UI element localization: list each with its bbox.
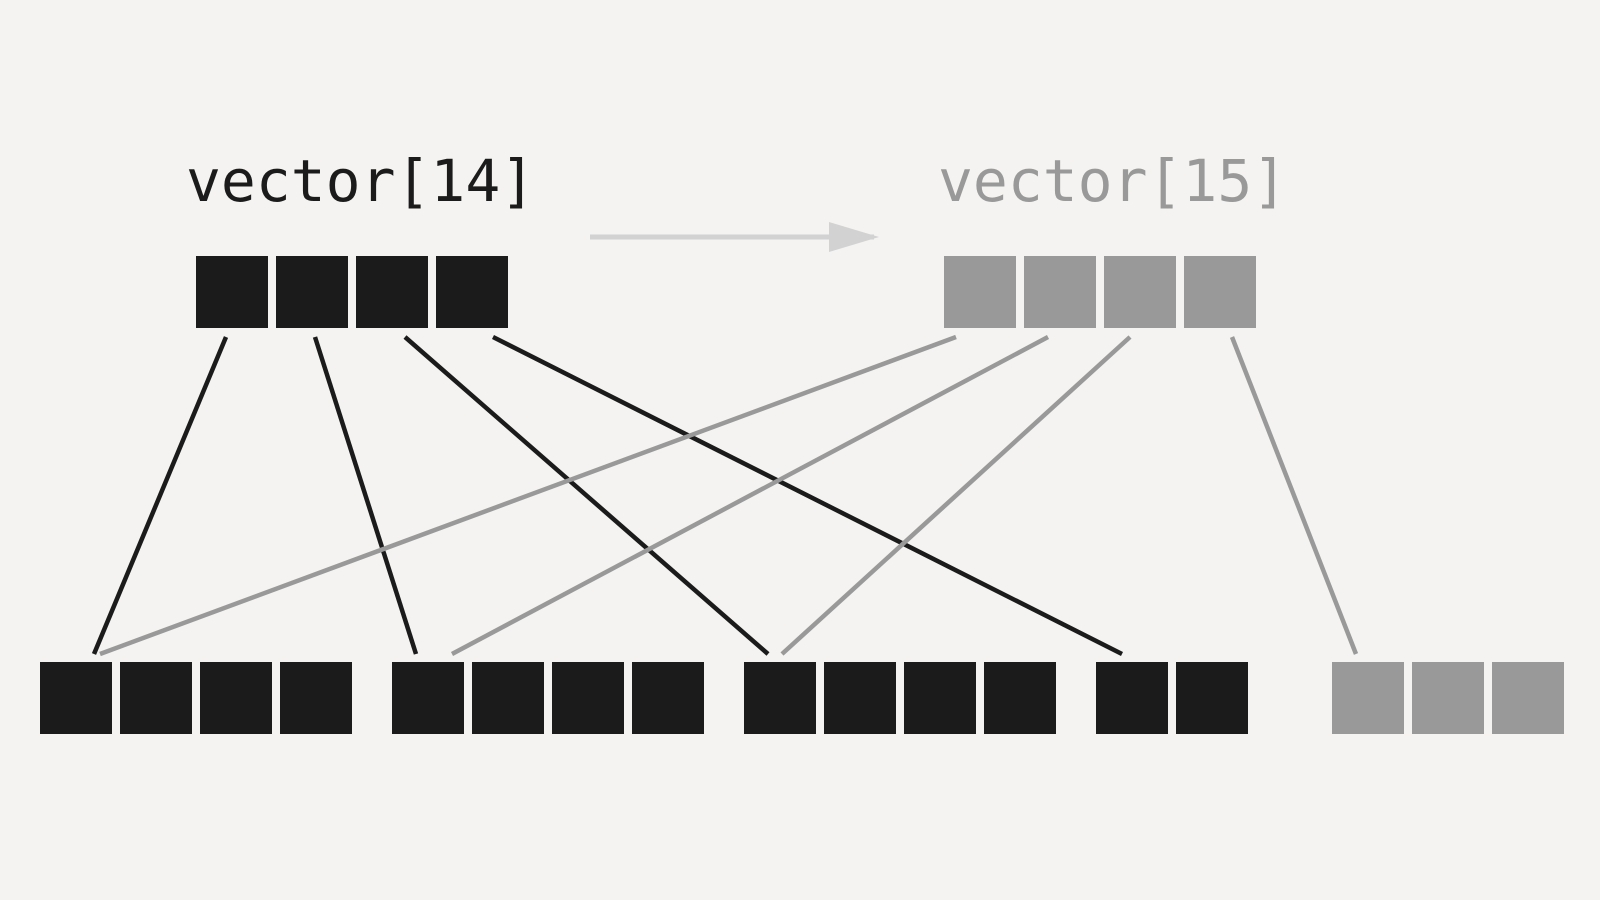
- memory-cell-group-1: [200, 662, 272, 734]
- left-vector-cell: [276, 256, 348, 328]
- left-vector-cell: [356, 256, 428, 328]
- memory-cell-group-1: [40, 662, 112, 734]
- memory-cell-group-1: [120, 662, 192, 734]
- left-vector-cell: [436, 256, 508, 328]
- memory-cell-group-5: [1492, 662, 1564, 734]
- right-vector-cell: [1024, 256, 1096, 328]
- left-vector-connection-line: [312, 336, 419, 655]
- right-vector-label: vector[15]: [938, 147, 1287, 215]
- right-vector-connection-line: [1229, 336, 1359, 655]
- memory-cell-group-4: [1096, 662, 1168, 734]
- memory-cell-group-3: [984, 662, 1056, 734]
- bottom-memory-cells: [40, 662, 1564, 734]
- memory-cell-group-2: [632, 662, 704, 734]
- left-vector-label: vector[14]: [186, 147, 535, 215]
- left-vector-connection-line: [403, 335, 770, 656]
- memory-cell-group-5: [1412, 662, 1484, 734]
- right-vector-cell: [1104, 256, 1176, 328]
- right-vector-connection-line: [450, 335, 1050, 656]
- memory-cell-group-2: [392, 662, 464, 734]
- right-vector-connection-line: [99, 334, 957, 657]
- memory-cell-group-3: [824, 662, 896, 734]
- left-vector-cell: [196, 256, 268, 328]
- memory-cell-group-2: [552, 662, 624, 734]
- memory-cell-group-3: [904, 662, 976, 734]
- left-vector-connection-line: [91, 336, 229, 655]
- connection-lines: [91, 334, 1359, 657]
- memory-cell-group-2: [472, 662, 544, 734]
- memory-cell-group-3: [744, 662, 816, 734]
- right-vector-cell: [944, 256, 1016, 328]
- right-vector-connection-line: [780, 335, 1132, 656]
- memory-cell-group-1: [280, 662, 352, 734]
- memory-cell-group-5: [1332, 662, 1404, 734]
- memory-cell-group-4: [1176, 662, 1248, 734]
- right-vector-cell: [1184, 256, 1256, 328]
- left-vector-connection-line: [491, 334, 1124, 657]
- top-vector-cells: [196, 256, 1256, 328]
